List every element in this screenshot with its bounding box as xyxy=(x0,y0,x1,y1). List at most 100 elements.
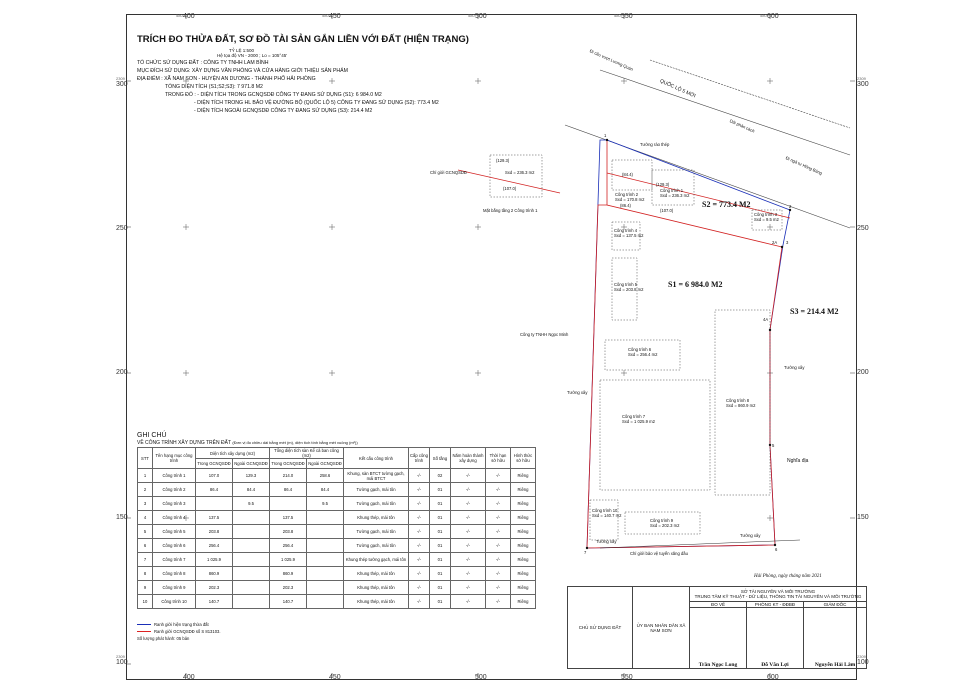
table-cell-form: Riêng xyxy=(510,552,536,567)
table-cell-structure: Khung thép tường gạch, mái tôn xyxy=(343,552,409,567)
table-cell-f_out xyxy=(306,594,344,609)
table-cell-year: -/- xyxy=(450,538,486,553)
dim-label: (129.3) xyxy=(656,182,670,187)
table-cell-stt: 5 xyxy=(137,524,153,539)
table-cell-year: -/- xyxy=(450,496,486,511)
table-cell-structure: Khung thép, mái tôn xyxy=(343,594,409,609)
table-cell-structure: Tường gạch, mái tôn xyxy=(343,482,409,497)
table-cell-f_out: 84.4 xyxy=(306,482,344,497)
notes-heading: GHI CHÚ xyxy=(137,432,167,439)
grid-small-top: 580 xyxy=(176,13,183,18)
grid-label-left: 100 xyxy=(116,659,128,666)
table-cell-a_in: 107.0 xyxy=(195,468,233,483)
table-cell-form: Riêng xyxy=(510,468,536,483)
building-7-outline xyxy=(599,379,711,491)
building-2-outline xyxy=(611,159,653,191)
table-cell-floors: 01 xyxy=(429,496,451,511)
grid-small-top: 580 xyxy=(322,13,329,18)
table-cell-floors: 01 xyxy=(429,580,451,595)
table-cell-year: -/- xyxy=(450,566,486,581)
grid-label-bottom: 600 xyxy=(767,674,779,681)
table-cell-floors: 01 xyxy=(429,524,451,539)
table-cell-f_out xyxy=(306,580,344,595)
road-protect-label: Chỉ giới bảo vệ tuyến xăng dầu xyxy=(630,551,688,556)
floor2-area: Sxd = 236.3 m2 xyxy=(505,170,535,175)
grid-small-top: 580 xyxy=(468,13,475,18)
table-cell-a_in: 256.4 xyxy=(195,538,233,553)
floor2-caption: Mặt bằng tầng 2 Công trình 1 xyxy=(483,208,538,213)
table-cell-grade: -/- xyxy=(408,482,430,497)
grid-label-left: 200 xyxy=(116,369,128,376)
table-cell-name: Công trình 5 xyxy=(152,524,196,539)
table-cell-a_in: 860.9 xyxy=(195,566,233,581)
scale-text: TỶ LỆ 1:500 xyxy=(229,48,255,54)
table-cell-structure: Khung thép, mái tôn xyxy=(343,580,409,595)
building-3-outline xyxy=(751,209,783,231)
table-cell-f_in: 137.5 xyxy=(269,510,307,525)
table-cell-floors: 01 xyxy=(429,594,451,609)
table-cell-a_out xyxy=(232,580,270,595)
table-cell-name: Công trình 9 xyxy=(152,580,196,595)
within-line: TRONG ĐÓ : - DIỆN TÍCH TRONG GCNQSDĐ CÔN… xyxy=(165,92,382,99)
table-cell-a_out xyxy=(232,594,270,609)
grid-label-left: 300 xyxy=(116,81,128,88)
legend-blue-line xyxy=(137,624,151,626)
table-cell-structure: Khung thép, mái tôn xyxy=(343,566,409,581)
total-area-line: TỔNG DIỆN TÍCH (S1;S2;S3): 7 971.8 M2 xyxy=(165,84,263,91)
table-cell-term: -/- xyxy=(485,552,511,567)
table-cell-a_in: 86.4 xyxy=(195,482,233,497)
area-s2-label: S2 = 773.4 M2 xyxy=(702,200,751,209)
grid-label-left: 150 xyxy=(116,514,128,521)
table-cell-term: -/- xyxy=(485,510,511,525)
building-4-outline xyxy=(611,221,641,251)
wall-label: Tường xây xyxy=(740,533,761,538)
signature-table: CHỦ SỬ DỤNG ĐẤT ỦY BAN NHÂN DÂN XÃ NAM S… xyxy=(567,586,867,669)
table-cell-form: Riêng xyxy=(510,538,536,553)
table-cell-name: Công trình 3 xyxy=(152,496,196,511)
table-cell-form: Riêng xyxy=(510,510,536,525)
table-cell-f_in: 256.4 xyxy=(269,538,307,553)
grid-label-bottom: 450 xyxy=(329,674,341,681)
table-cell-grade: -/- xyxy=(408,524,430,539)
table-cell-year: -/- xyxy=(450,594,486,609)
table-cell-form: Riêng xyxy=(510,496,536,511)
table-cell-f_in: 214.0 xyxy=(269,468,307,483)
floor2-dim: (129.3) xyxy=(496,158,510,163)
road-center-line xyxy=(599,69,851,156)
table-cell-name: Công trình 7 xyxy=(152,552,196,567)
table-cell-term: -/- xyxy=(485,566,511,581)
area-s3-label: S3 = 214.4 M2 xyxy=(790,307,839,316)
building-8-outline xyxy=(714,309,771,496)
building-10-outline xyxy=(589,499,619,541)
floor2-dim: (107.0) xyxy=(503,186,517,191)
table-cell-a_in xyxy=(195,496,233,511)
table-cell-term: -/- xyxy=(485,524,511,539)
table-cell-grade: -/- xyxy=(408,594,430,609)
table-cell-structure: Tường gạch, mái tôn xyxy=(343,538,409,553)
table-cell-grade: -/- xyxy=(408,468,430,483)
cemetery-label: Nghĩa địa xyxy=(787,458,809,464)
building-5-outline xyxy=(611,257,638,321)
table-cell-grade: -/- xyxy=(408,538,430,553)
table-cell-stt: 3 xyxy=(137,496,153,511)
table-cell-a_in: 137.5 xyxy=(195,510,233,525)
table-cell-term: -/- xyxy=(485,482,511,497)
table-cell-year: -/- xyxy=(450,580,486,595)
table-cell-term: -/- xyxy=(485,496,511,511)
fence-label: Tường rào thép xyxy=(640,142,670,147)
org-line: TỔ CHỨC SỬ DỤNG ĐẤT : CÔNG TY TNHH LAM B… xyxy=(137,60,269,67)
point-label: 3 xyxy=(786,240,789,245)
wall-label: Tường xây xyxy=(784,365,805,370)
table-cell-a_in: 140.7 xyxy=(195,594,233,609)
grid-label-right: 250 xyxy=(857,225,869,232)
notes-subheading: VỀ CÔNG TRÌNH XÂY DỰNG TRÊN ĐẤT (Đơn vị … xyxy=(137,440,358,446)
grid-label-bottom: 500 xyxy=(475,674,487,681)
